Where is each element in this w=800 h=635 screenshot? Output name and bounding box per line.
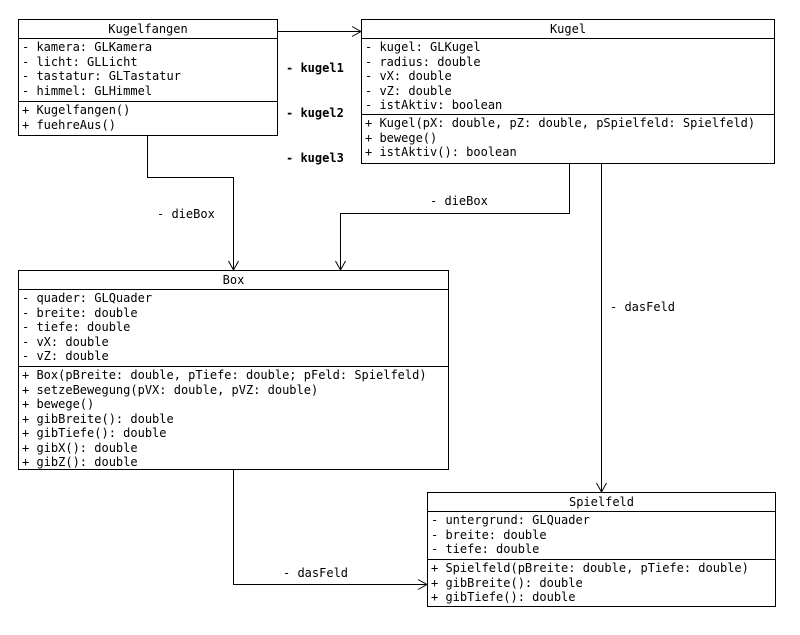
attribute: - vX: double [365,69,452,83]
attribute: - vX: double [22,334,109,349]
association-label-kugeln: - kugel1 - kugel2 - kugel3 [286,31,344,196]
attribute-list: - kugel: GLKugel - radius: double - vX: … [362,39,774,115]
attribute-list: - quader: GLQuader - breite: double - ti… [19,290,448,367]
method-list: + Box(pBreite: double, pTiefe: double; p… [19,367,448,472]
method: + bewege() [22,397,95,411]
association-label-box-spielfeld: - dasFeld [283,566,349,580]
method: + Box(pBreite: double, pTiefe: double; p… [22,368,427,382]
attribute: - breite: double [22,305,138,320]
attribute: - tastatur: GLTastatur [22,69,181,83]
method: + istAktiv(): boolean [365,145,517,159]
method: + setzeBewegung(pVX: double, pVZ: double… [22,382,319,397]
attribute: - quader: GLQuader [22,291,153,305]
method: + bewege() [365,130,438,145]
attribute: - kugel: GLKugel [365,40,481,54]
association-label-kugel-box: - dieBox [430,194,488,208]
method: + Kugelfangen() [22,103,131,117]
attribute: - licht: GLLicht [22,54,138,69]
attribute: - breite: double [431,527,547,542]
class-name: Box [19,271,448,290]
class-name: Spielfeld [428,493,775,512]
method: + gibZ(): double [22,455,138,469]
class-kugelfangen: Kugelfangen - kamera: GLKamera - licht: … [18,19,278,136]
method: + gibTiefe(): double [431,590,576,604]
method-list: + Kugel(pX: double, pZ: double, pSpielfe… [362,115,774,162]
attribute-list: - kamera: GLKamera - licht: GLLicht - ta… [19,39,277,102]
association-label-kugelfangen-box: - dieBox [157,207,215,221]
method: + gibTiefe(): double [22,426,167,440]
method: + gibBreite(): double [22,411,174,426]
attribute: - tiefe: double [22,320,131,334]
attribute: - vZ: double [365,83,452,98]
method-list: + Spielfeld(pBreite: double, pTiefe: dou… [428,560,775,607]
edge-kugel-box [340,163,570,269]
association-role: - kugel3 [286,151,344,165]
edge-kugelfangen-box [147,136,234,269]
method-list: + Kugelfangen() + fuehreAus() [19,102,277,134]
attribute: - untergrund: GLQuader [431,513,590,527]
association-label-kugel-spielfeld: - dasFeld [610,300,676,314]
class-name: Kugelfangen [19,20,277,39]
method: + gibBreite(): double [431,575,583,590]
attribute-list: - untergrund: GLQuader - breite: double … [428,512,775,560]
attribute: - himmel: GLHimmel [22,83,153,98]
association-role: - kugel2 [286,106,344,120]
class-box: Box - quader: GLQuader - breite: double … [18,270,449,470]
method: + Spielfeld(pBreite: double, pTiefe: dou… [431,561,749,575]
class-kugel: Kugel - kugel: GLKugel - radius: double … [361,19,775,164]
attribute: - vZ: double [22,349,109,363]
attribute: - istAktiv: boolean [365,98,503,112]
association-role: - kugel1 [286,61,344,75]
method: + fuehreAus() [22,117,116,132]
edge-box-spielfeld [233,469,426,585]
attribute: - kamera: GLKamera [22,40,153,54]
attribute: - tiefe: double [431,542,540,556]
attribute: - radius: double [365,54,481,69]
method: + Kugel(pX: double, pZ: double, pSpielfe… [365,116,756,130]
class-name: Kugel [362,20,774,39]
class-spielfeld: Spielfeld - untergrund: GLQuader - breit… [427,492,776,607]
method: + gibX(): double [22,440,138,455]
